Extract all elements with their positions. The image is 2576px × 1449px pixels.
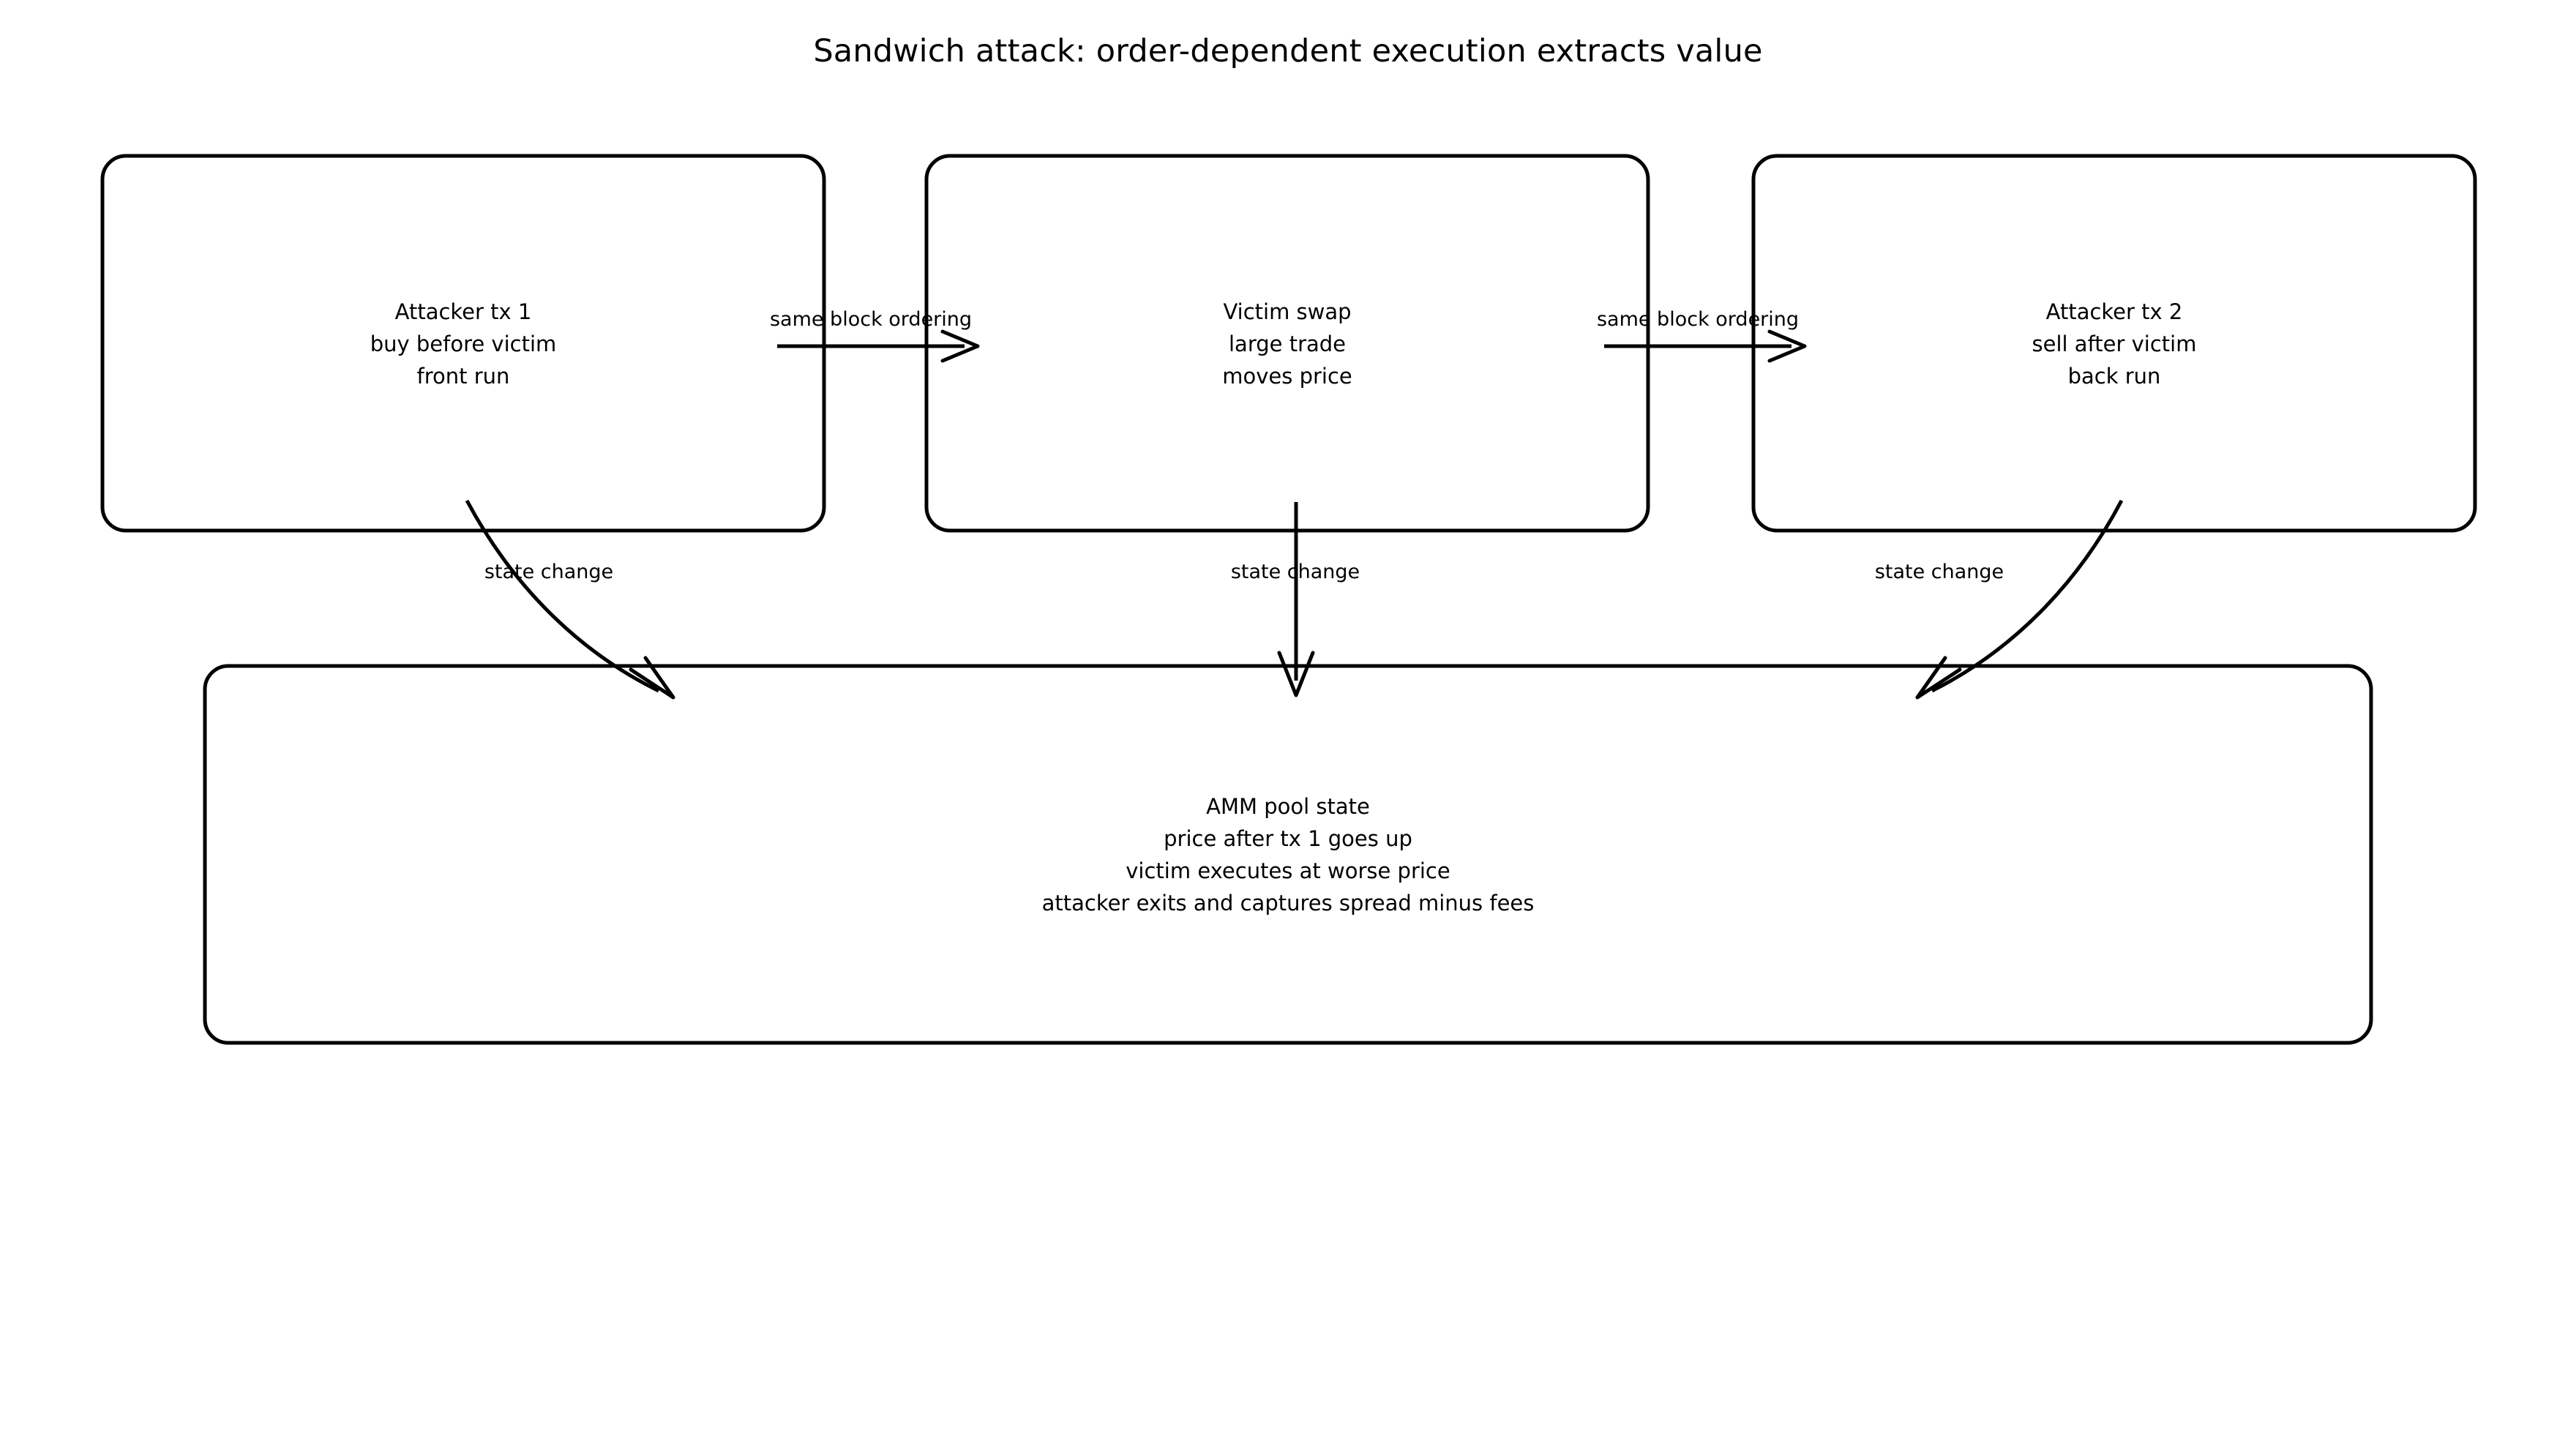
- victim-swap-box[interactable]: [924, 154, 1650, 533]
- edge-attacker-tx-1-to-amm-pool-state: [465, 499, 675, 700]
- edge-label-state-change-1: state change: [484, 561, 614, 583]
- edge-attacker-tx-2-to-amm-pool-state: [1915, 499, 2124, 700]
- edge-attacker-tx-1-to-victim-swap: [777, 329, 980, 363]
- edge-victim-swap-to-attacker-tx-2: [1604, 329, 1807, 363]
- amm-pool-state-box[interactable]: [203, 664, 2373, 1045]
- attacker-tx-2-box[interactable]: [1751, 154, 2477, 533]
- edge-label-state-change-2: state change: [1230, 561, 1360, 583]
- edge-label-state-change-3: state change: [1874, 561, 2004, 583]
- edge-label-same-block-ordering-1: same block ordering: [769, 308, 973, 331]
- edge-label-same-block-ordering-2: same block ordering: [1596, 308, 1800, 331]
- page-title: Sandwich attack: order-dependent executi…: [813, 33, 1763, 70]
- attacker-tx-1-box[interactable]: [100, 154, 826, 533]
- edge-victim-swap-to-amm-pool-state: [1277, 502, 1315, 697]
